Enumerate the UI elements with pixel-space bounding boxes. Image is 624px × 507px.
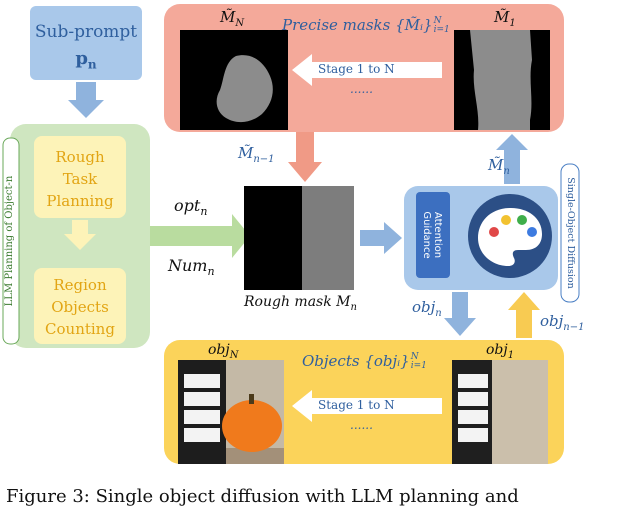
arrow-diffusion-to-masks	[496, 134, 528, 184]
palette-dot-green	[517, 215, 527, 225]
step2-line2: Objects	[51, 298, 109, 316]
arrow-precise-to-rough	[288, 132, 322, 182]
mask-n-text: M̃	[220, 8, 236, 26]
step2-line1: Region	[53, 276, 107, 294]
num-text: Num	[168, 256, 208, 275]
arrow-stage-masks	[292, 54, 442, 86]
obj-n-text: obj	[208, 342, 230, 358]
rough-mask-caption-text: Rough mask M	[244, 294, 351, 310]
mask-prev-text: M̃	[238, 144, 254, 162]
obj-1-label: obj1	[486, 342, 514, 361]
mask-out-sub: n	[503, 166, 510, 177]
attention-guidance-label: Attention Guidance	[421, 211, 443, 259]
obj-prev-text: obj	[540, 312, 564, 330]
mask-stage-label: Stage 1 to N	[318, 62, 395, 76]
num-sub: n	[207, 265, 215, 279]
arrow-objects-to-diffusion	[508, 292, 540, 338]
rough-mask-caption: Rough mask Mn	[244, 294, 357, 313]
llm-side-label-box	[2, 137, 20, 345]
precise-masks-title-text: Precise masks	[282, 16, 396, 34]
attention-guidance-box	[416, 192, 450, 278]
rough-mask-region	[302, 186, 354, 290]
obj-prev-label: objn−1	[540, 312, 584, 333]
precise-masks-sub: i=1	[433, 25, 450, 35]
step1-line1: Rough	[55, 148, 105, 166]
obj-1-text: obj	[486, 342, 508, 358]
sub-prompt-box	[30, 6, 142, 80]
opt-label: optn	[174, 196, 207, 218]
mask-n-sub: N	[235, 18, 245, 29]
arrow-diffusion-to-objects	[444, 292, 476, 336]
mask-1-text: M̃	[494, 8, 510, 26]
precise-masks-set: {M̃ᵢ}	[395, 16, 433, 34]
diffusion-side-label-box	[560, 163, 580, 303]
mask-1-label: M̃1	[494, 8, 516, 29]
step1-line2: Task	[62, 170, 98, 188]
obj-prev-sub: n−1	[563, 322, 585, 333]
arrow-rough-to-diffusion	[360, 222, 402, 254]
arrow-planning-to-counting	[64, 220, 96, 250]
step2-line3: Counting	[45, 320, 115, 338]
objects-dots: ......	[350, 418, 373, 432]
mask-prev-sub: n−1	[253, 154, 275, 165]
rough-mask-caption-sub: n	[350, 301, 357, 313]
mask-prev-label: M̃n−1	[238, 144, 275, 165]
objects-stage-label: Stage 1 to N	[318, 398, 395, 412]
precise-masks-sup: N	[433, 16, 442, 26]
objects-set: {objᵢ}	[364, 352, 410, 370]
sub-prompt-n: n	[87, 57, 97, 72]
mask-n-label: M̃N	[220, 8, 244, 29]
mask-dots: ......	[350, 82, 373, 96]
sub-prompt-p: p	[75, 48, 88, 69]
num-label: Numn	[168, 256, 215, 278]
arrow-subprompt-to-llm	[68, 82, 104, 118]
mask-1-sub: 1	[509, 18, 516, 29]
object-image-n	[178, 360, 284, 464]
objects-sub: i=1	[410, 361, 427, 371]
mask-image-1-shape	[470, 30, 532, 130]
obj-out-label: objn	[412, 298, 442, 319]
arrow-llm-to-rough-mask	[150, 214, 250, 258]
diffusion-side-label: Single-Object Diffusion	[565, 177, 576, 289]
llm-side-label: LLM Planning of Object-n	[4, 175, 15, 307]
obj-1-sub: 1	[507, 349, 515, 361]
opt-sub: n	[200, 205, 208, 219]
mask-image-n-blob	[216, 55, 273, 123]
figure-caption: Figure 3: Single object diffusion with L…	[6, 486, 519, 507]
obj-n-label: objN	[208, 342, 238, 361]
palette-dot-red	[489, 227, 499, 237]
arrow-stage-objects	[292, 390, 442, 422]
sub-prompt-label: Sub-prompt	[34, 22, 138, 42]
sub-prompt-symbol: pn	[30, 48, 142, 72]
obj-n-sub: N	[229, 349, 239, 361]
obj-out-sub: n	[435, 308, 442, 319]
opt-text: opt	[174, 196, 201, 215]
mask-out-text: M̃	[488, 156, 504, 174]
mask-out-label: M̃n	[488, 156, 510, 177]
objects-sup: N	[410, 352, 419, 362]
region-objects-counting-text: Region Objects Counting	[34, 274, 126, 340]
obj-out-text: obj	[412, 298, 436, 316]
palette-dot-blue	[527, 227, 537, 237]
objects-title-text: Objects	[302, 352, 365, 370]
region-objects-counting-box	[34, 268, 126, 344]
step1-line3: Planning	[46, 192, 114, 210]
rough-task-planning-text: Rough Task Planning	[34, 146, 126, 212]
palette-dot-yellow	[501, 215, 511, 225]
object-image-1	[452, 360, 548, 464]
rough-task-planning-box	[34, 136, 126, 218]
